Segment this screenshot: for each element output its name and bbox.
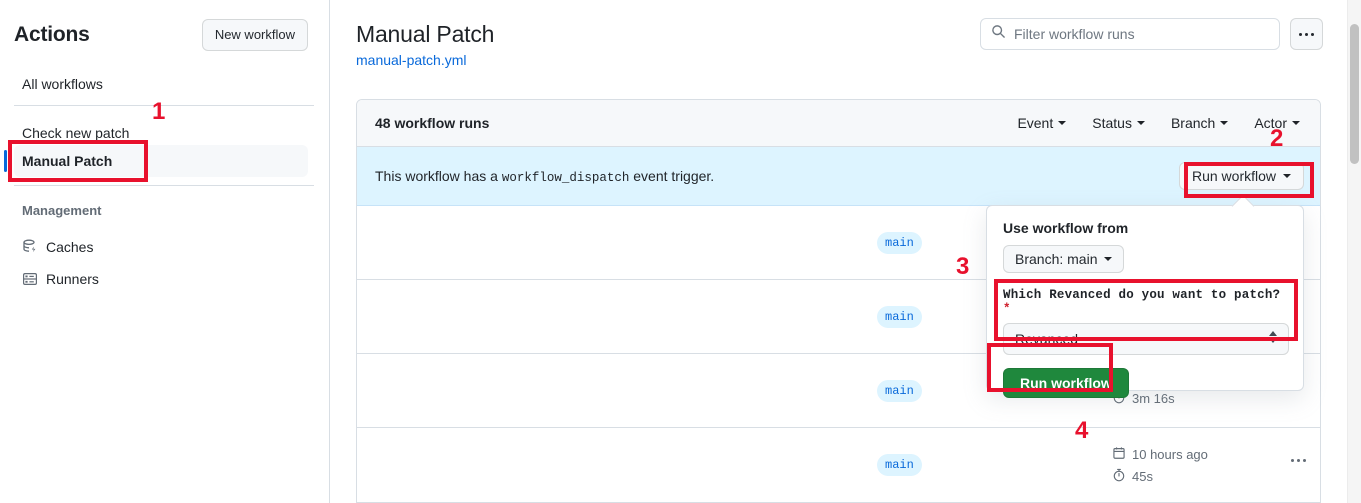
- kebab-dot: [1305, 32, 1308, 36]
- filter-label: Branch: [1170, 115, 1216, 131]
- branch-badge[interactable]: main: [877, 232, 922, 254]
- chevron-down-icon: [1269, 338, 1277, 343]
- branch-badge[interactable]: main: [877, 306, 922, 328]
- search-input-wrapper[interactable]: [980, 18, 1280, 50]
- workflow-runs-count: 48 workflow runs: [375, 115, 490, 131]
- sidebar-item-label: Caches: [46, 239, 94, 255]
- sidebar-item-label: All workflows: [22, 76, 103, 92]
- filter-label: Status: [1092, 115, 1132, 131]
- chevron-down-icon: [1283, 174, 1291, 178]
- chevron-down-icon: [1292, 121, 1300, 125]
- sidebar-divider: [14, 105, 314, 106]
- revanced-select[interactable]: Revanced: [1003, 323, 1289, 355]
- branch-select-button[interactable]: Branch: main: [1003, 245, 1125, 273]
- run-workflow-button-label: Run workflow: [1191, 168, 1276, 184]
- dispatch-prefix: This workflow has a: [375, 167, 498, 184]
- filter-branch[interactable]: Branch: [1170, 115, 1229, 131]
- run-timestamp-text: 10 hours ago: [1132, 446, 1208, 462]
- sidebar-item-caches[interactable]: Caches: [14, 231, 308, 263]
- runner-icon: [22, 271, 38, 287]
- filter-label: Event: [1017, 115, 1054, 131]
- use-workflow-from-label: Use workflow from: [1003, 220, 1129, 236]
- run-meta: 10 hours ago 45s: [1112, 443, 1262, 487]
- revanced-select-value: Revanced: [1015, 331, 1079, 347]
- run-workflow-dropdown-panel: Use workflow from Branch: main Which Rev…: [986, 205, 1304, 398]
- more-options-button[interactable]: [1290, 18, 1323, 50]
- search-input[interactable]: [1014, 26, 1269, 42]
- branch-select-label: Branch: main: [1015, 251, 1098, 267]
- kebab-dot: [1291, 459, 1294, 462]
- workflow-file-link[interactable]: manual-patch.yml: [356, 52, 467, 68]
- sidebar-item-manual-patch[interactable]: Manual Patch: [4, 145, 308, 177]
- row-more-options-button[interactable]: [1291, 459, 1306, 462]
- dispatch-message: This workflow has a workflow_dispatch ev…: [375, 168, 714, 185]
- sidebar: Actions New workflow All workflows Check…: [0, 0, 330, 503]
- run-timestamp: 10 hours ago: [1112, 443, 1262, 465]
- dispatch-event-code: workflow_dispatch: [501, 170, 630, 185]
- chevron-down-icon: [1104, 257, 1113, 261]
- sidebar-title: Actions: [14, 23, 90, 46]
- branch-badge[interactable]: main: [877, 454, 922, 476]
- stepper-icon: [1269, 331, 1277, 343]
- kebab-dot: [1299, 32, 1302, 36]
- chevron-up-icon: [1269, 331, 1277, 336]
- sidebar-item-label: Manual Patch: [22, 153, 113, 169]
- filter-event[interactable]: Event: [1017, 115, 1067, 131]
- workflow-dispatch-banner: This workflow has a workflow_dispatch ev…: [357, 147, 1320, 206]
- new-workflow-button[interactable]: New workflow: [201, 19, 308, 51]
- run-duration-text: 3m 16s: [1132, 390, 1175, 406]
- filter-status[interactable]: Status: [1092, 115, 1145, 131]
- run-workflow-dropdown-button[interactable]: Run workflow: [1178, 162, 1304, 190]
- sidebar-header: Actions New workflow: [0, 18, 330, 52]
- workflow-runs-header: 48 workflow runs Event Status Branch: [357, 100, 1320, 147]
- sidebar-item-all-workflows[interactable]: All workflows: [14, 68, 308, 100]
- page-title: Manual Patch: [356, 21, 495, 47]
- input-field-label-text: Which Revanced do you want to patch?: [1003, 288, 1281, 302]
- sidebar-item-runners[interactable]: Runners: [14, 263, 308, 295]
- chevron-down-icon: [1136, 121, 1145, 125]
- run-workflow-submit-button[interactable]: Run workflow: [1003, 368, 1129, 398]
- dispatch-suffix: event trigger.: [633, 167, 715, 184]
- sidebar-item-label: Check new patch: [22, 125, 130, 141]
- kebab-dot: [1297, 459, 1300, 462]
- run-duration: 45s: [1112, 465, 1262, 487]
- table-row[interactable]: main 10 hours ago: [357, 428, 1320, 502]
- chevron-down-icon: [1220, 121, 1229, 125]
- kebab-dot: [1303, 459, 1306, 462]
- sidebar-item-label: Runners: [46, 271, 99, 287]
- sidebar-item-check-new-patch[interactable]: Check new patch: [14, 117, 308, 149]
- kebab-dot: [1311, 32, 1314, 36]
- filter-label: Actor: [1254, 115, 1287, 131]
- search-icon: [991, 24, 1006, 44]
- branch-badge[interactable]: main: [877, 380, 922, 402]
- calendar-icon: [1112, 446, 1126, 463]
- filter-group: Event Status Branch Actor: [1017, 115, 1300, 131]
- stopwatch-icon: [1112, 468, 1126, 485]
- sidebar-divider: [14, 185, 314, 186]
- chevron-down-icon: [1058, 121, 1067, 125]
- vertical-scrollbar[interactable]: [1347, 0, 1361, 503]
- run-duration-text: 45s: [1132, 468, 1153, 484]
- required-marker: *: [1003, 302, 1011, 316]
- cache-icon: [22, 239, 38, 255]
- sidebar-section-management: Management: [22, 203, 102, 218]
- scrollbar-thumb[interactable]: [1350, 24, 1359, 164]
- filter-actor[interactable]: Actor: [1254, 115, 1300, 131]
- input-field-label: Which Revanced do you want to patch? *: [1003, 288, 1287, 316]
